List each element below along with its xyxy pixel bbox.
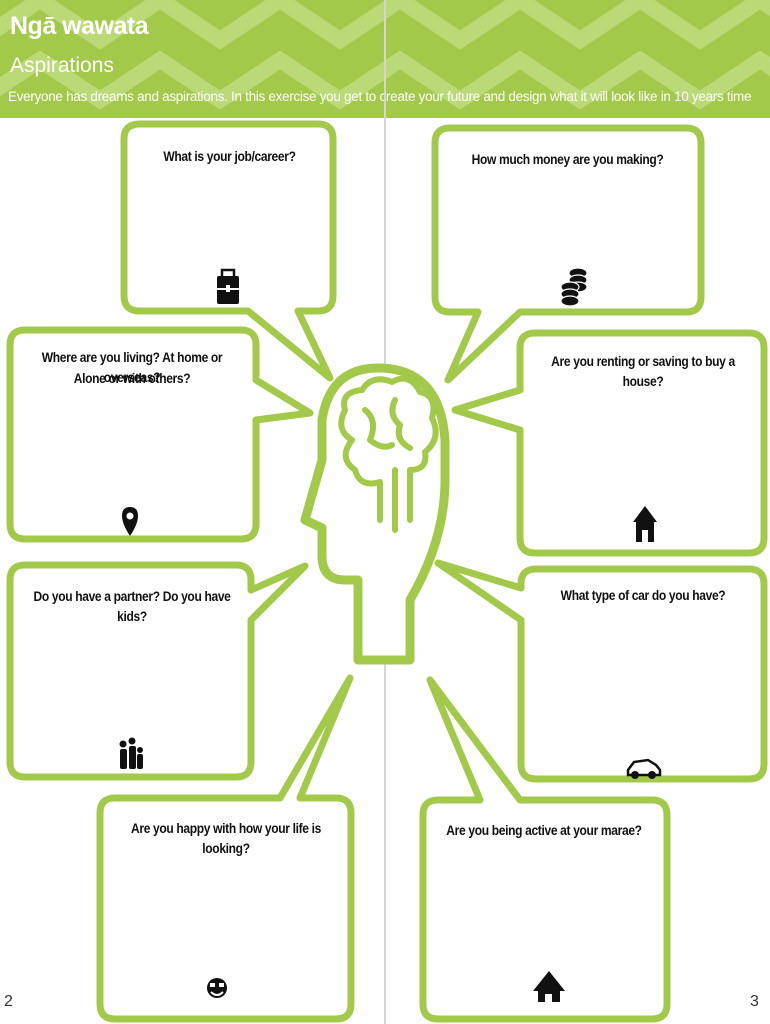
smiley-icon: [207, 978, 227, 998]
question-living-line-2: Alone or with others?: [27, 368, 237, 388]
question-car: What type of car do you have?: [542, 585, 745, 605]
head-brain-icon: [305, 368, 445, 660]
question-marae: Are you being active at your marae?: [443, 820, 646, 840]
question-money: How much money are you making?: [458, 149, 677, 169]
question-job: What is your job/career?: [146, 146, 314, 166]
question-house: Are you renting or saving to buy a house…: [540, 351, 746, 391]
question-partner: Do you have a partner? Do you have kids?: [27, 586, 237, 626]
page-number-right: 3: [750, 993, 759, 1011]
page-number-left: 2: [4, 993, 13, 1011]
question-happy: Are you happy with how your life is look…: [121, 818, 331, 858]
